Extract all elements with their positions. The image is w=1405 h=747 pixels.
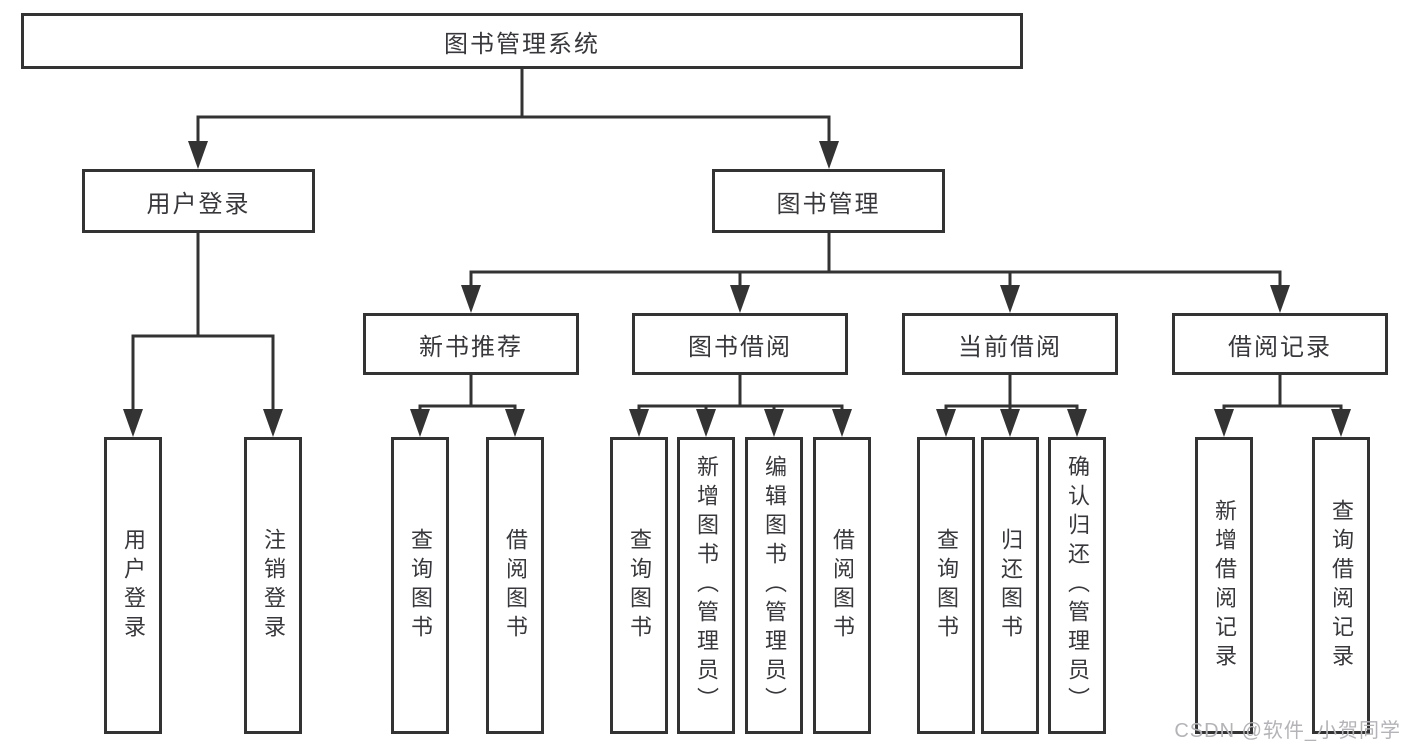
leaf-user-login: 用户登录 <box>104 437 162 734</box>
node-current-borrow: 当前借阅 <box>902 313 1118 375</box>
leaf-newbook-query-books: 查询图书 <box>391 437 449 734</box>
leaf-logout-label: 注销登录 <box>261 527 286 644</box>
leaf-borrow-add-books: 新增图书（管理员） <box>677 437 735 734</box>
leaf-current-confirm-return-label: 确认归还（管理员） <box>1065 455 1090 716</box>
leaf-newbook-borrow-books-label: 借阅图书 <box>503 527 528 644</box>
leaf-borrow-query-books-label: 查询图书 <box>627 527 652 644</box>
leaf-current-query-books: 查询图书 <box>917 437 975 734</box>
leaf-borrow-borrow-books-label: 借阅图书 <box>830 527 855 644</box>
leaf-user-login-label: 用户登录 <box>121 527 146 644</box>
leaf-current-return-books-label: 归还图书 <box>998 527 1023 644</box>
leaf-newbook-query-books-label: 查询图书 <box>408 527 433 644</box>
leaf-current-query-books-label: 查询图书 <box>934 527 959 644</box>
leaf-records-add-record: 新增借阅记录 <box>1195 437 1253 734</box>
node-root-label: 图书管理系统 <box>444 30 600 58</box>
node-user-login: 用户登录 <box>82 169 315 233</box>
leaf-current-return-books: 归还图书 <box>981 437 1039 734</box>
node-borrow-records-label: 借阅记录 <box>1228 333 1332 361</box>
node-book-borrow: 图书借阅 <box>632 313 848 375</box>
node-new-book-recommend: 新书推荐 <box>363 313 579 375</box>
leaf-logout: 注销登录 <box>244 437 302 734</box>
leaf-borrow-edit-books-label: 编辑图书（管理员） <box>762 455 787 716</box>
node-borrow-records: 借阅记录 <box>1172 313 1388 375</box>
leaf-borrow-add-books-label: 新增图书（管理员） <box>694 455 719 716</box>
leaf-borrow-query-books: 查询图书 <box>610 437 668 734</box>
node-current-borrow-label: 当前借阅 <box>958 333 1062 361</box>
leaf-borrow-edit-books: 编辑图书（管理员） <box>745 437 803 734</box>
csdn-watermark: CSDN @软件_小贺同学 <box>1174 720 1401 742</box>
leaf-current-confirm-return: 确认归还（管理员） <box>1048 437 1106 734</box>
node-user-login-label: 用户登录 <box>146 190 251 218</box>
leaf-newbook-borrow-books: 借阅图书 <box>486 437 544 734</box>
leaf-borrow-borrow-books: 借阅图书 <box>813 437 871 734</box>
node-book-borrow-label: 图书借阅 <box>688 333 792 361</box>
node-book-management-label: 图书管理 <box>776 190 881 218</box>
node-new-book-recommend-label: 新书推荐 <box>419 333 523 361</box>
leaf-records-query-record-label: 查询借阅记录 <box>1329 498 1354 673</box>
leaf-records-add-record-label: 新增借阅记录 <box>1212 498 1237 673</box>
node-book-management: 图书管理 <box>712 169 945 233</box>
leaf-records-query-record: 查询借阅记录 <box>1312 437 1370 734</box>
node-root: 图书管理系统 <box>21 13 1023 69</box>
